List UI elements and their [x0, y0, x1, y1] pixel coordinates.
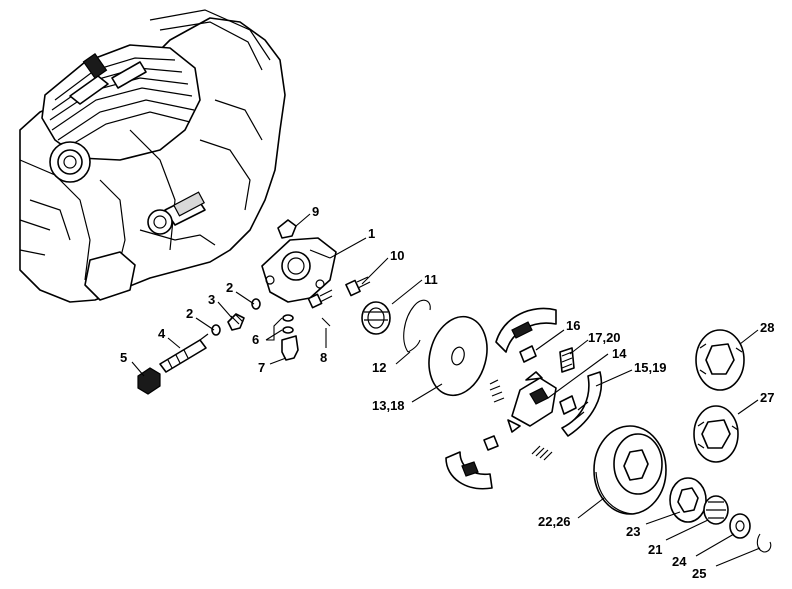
- callout-15-19: 15,19: [634, 360, 667, 375]
- crankshaft: [147, 191, 206, 235]
- callout-labels: 1 2 2 3 4 5 6 7 8 9 10 11 12 13,18 14 15…: [120, 204, 774, 581]
- clutch-spring-upper: [559, 347, 575, 373]
- callout-24: 24: [672, 554, 687, 569]
- thrust-disc: [428, 315, 488, 397]
- callout-5: 5: [120, 350, 127, 365]
- nut: [137, 367, 161, 395]
- rim-sprocket: [669, 477, 707, 523]
- clip-small: [483, 435, 499, 451]
- adjusting-screw: [159, 333, 209, 373]
- callout-11: 11: [424, 272, 438, 287]
- callout-9: 9: [312, 204, 319, 219]
- oil-pump-housing: [261, 237, 337, 303]
- callout-3: 3: [208, 292, 215, 307]
- e-clip: [756, 533, 772, 553]
- sleeve-bushing: [361, 301, 391, 335]
- cap-nut: [277, 219, 297, 239]
- clutch-spring-left: [489, 379, 505, 403]
- callout-12: 12: [372, 360, 386, 375]
- leader-lines: [131, 213, 761, 567]
- o-rings: [282, 314, 294, 334]
- callout-13-18: 13,18: [372, 398, 405, 413]
- spur-sprocket: [695, 329, 745, 391]
- pin: [321, 317, 331, 327]
- callout-2-upper: 2: [226, 280, 233, 295]
- spark-plug: [69, 52, 147, 105]
- clutch-drum: [593, 425, 667, 515]
- engine-powerhead: [19, 9, 286, 303]
- needle-cage: [703, 495, 729, 525]
- clutch-spring-lower: [531, 445, 553, 461]
- muffler-boss: [49, 141, 91, 183]
- oil-pickup-valve: [281, 335, 299, 361]
- callout-2-lower: 2: [186, 306, 193, 321]
- callout-6: 6: [252, 332, 259, 347]
- callout-10: 10: [390, 248, 404, 263]
- callout-7: 7: [258, 360, 265, 375]
- callout-21: 21: [648, 542, 662, 557]
- callout-17-20: 17,20: [588, 330, 621, 345]
- callout-23: 23: [626, 524, 640, 539]
- screw-upper: [345, 276, 371, 297]
- callout-27: 27: [760, 390, 774, 405]
- clutch-carrier: [507, 371, 557, 433]
- washer-lower: [211, 324, 221, 336]
- callout-25: 25: [692, 566, 706, 581]
- callout-4: 4: [158, 326, 166, 341]
- clutch-shoe-lower: [445, 451, 493, 490]
- callout-8: 8: [320, 350, 327, 365]
- washer-upper: [251, 298, 261, 310]
- callout-1: 1: [368, 226, 375, 241]
- clutch-shoe-upper: [495, 307, 557, 363]
- callout-28: 28: [760, 320, 774, 335]
- callout-14: 14: [612, 346, 627, 361]
- wire-spring-clip: [403, 299, 431, 353]
- washer: [729, 513, 751, 539]
- clutch-shoe-right: [559, 371, 603, 437]
- callout-22-26: 22,26: [538, 514, 571, 529]
- screw-lower: [307, 289, 333, 309]
- callout-16: 16: [566, 318, 580, 333]
- rim-sprocket-large: [693, 405, 739, 463]
